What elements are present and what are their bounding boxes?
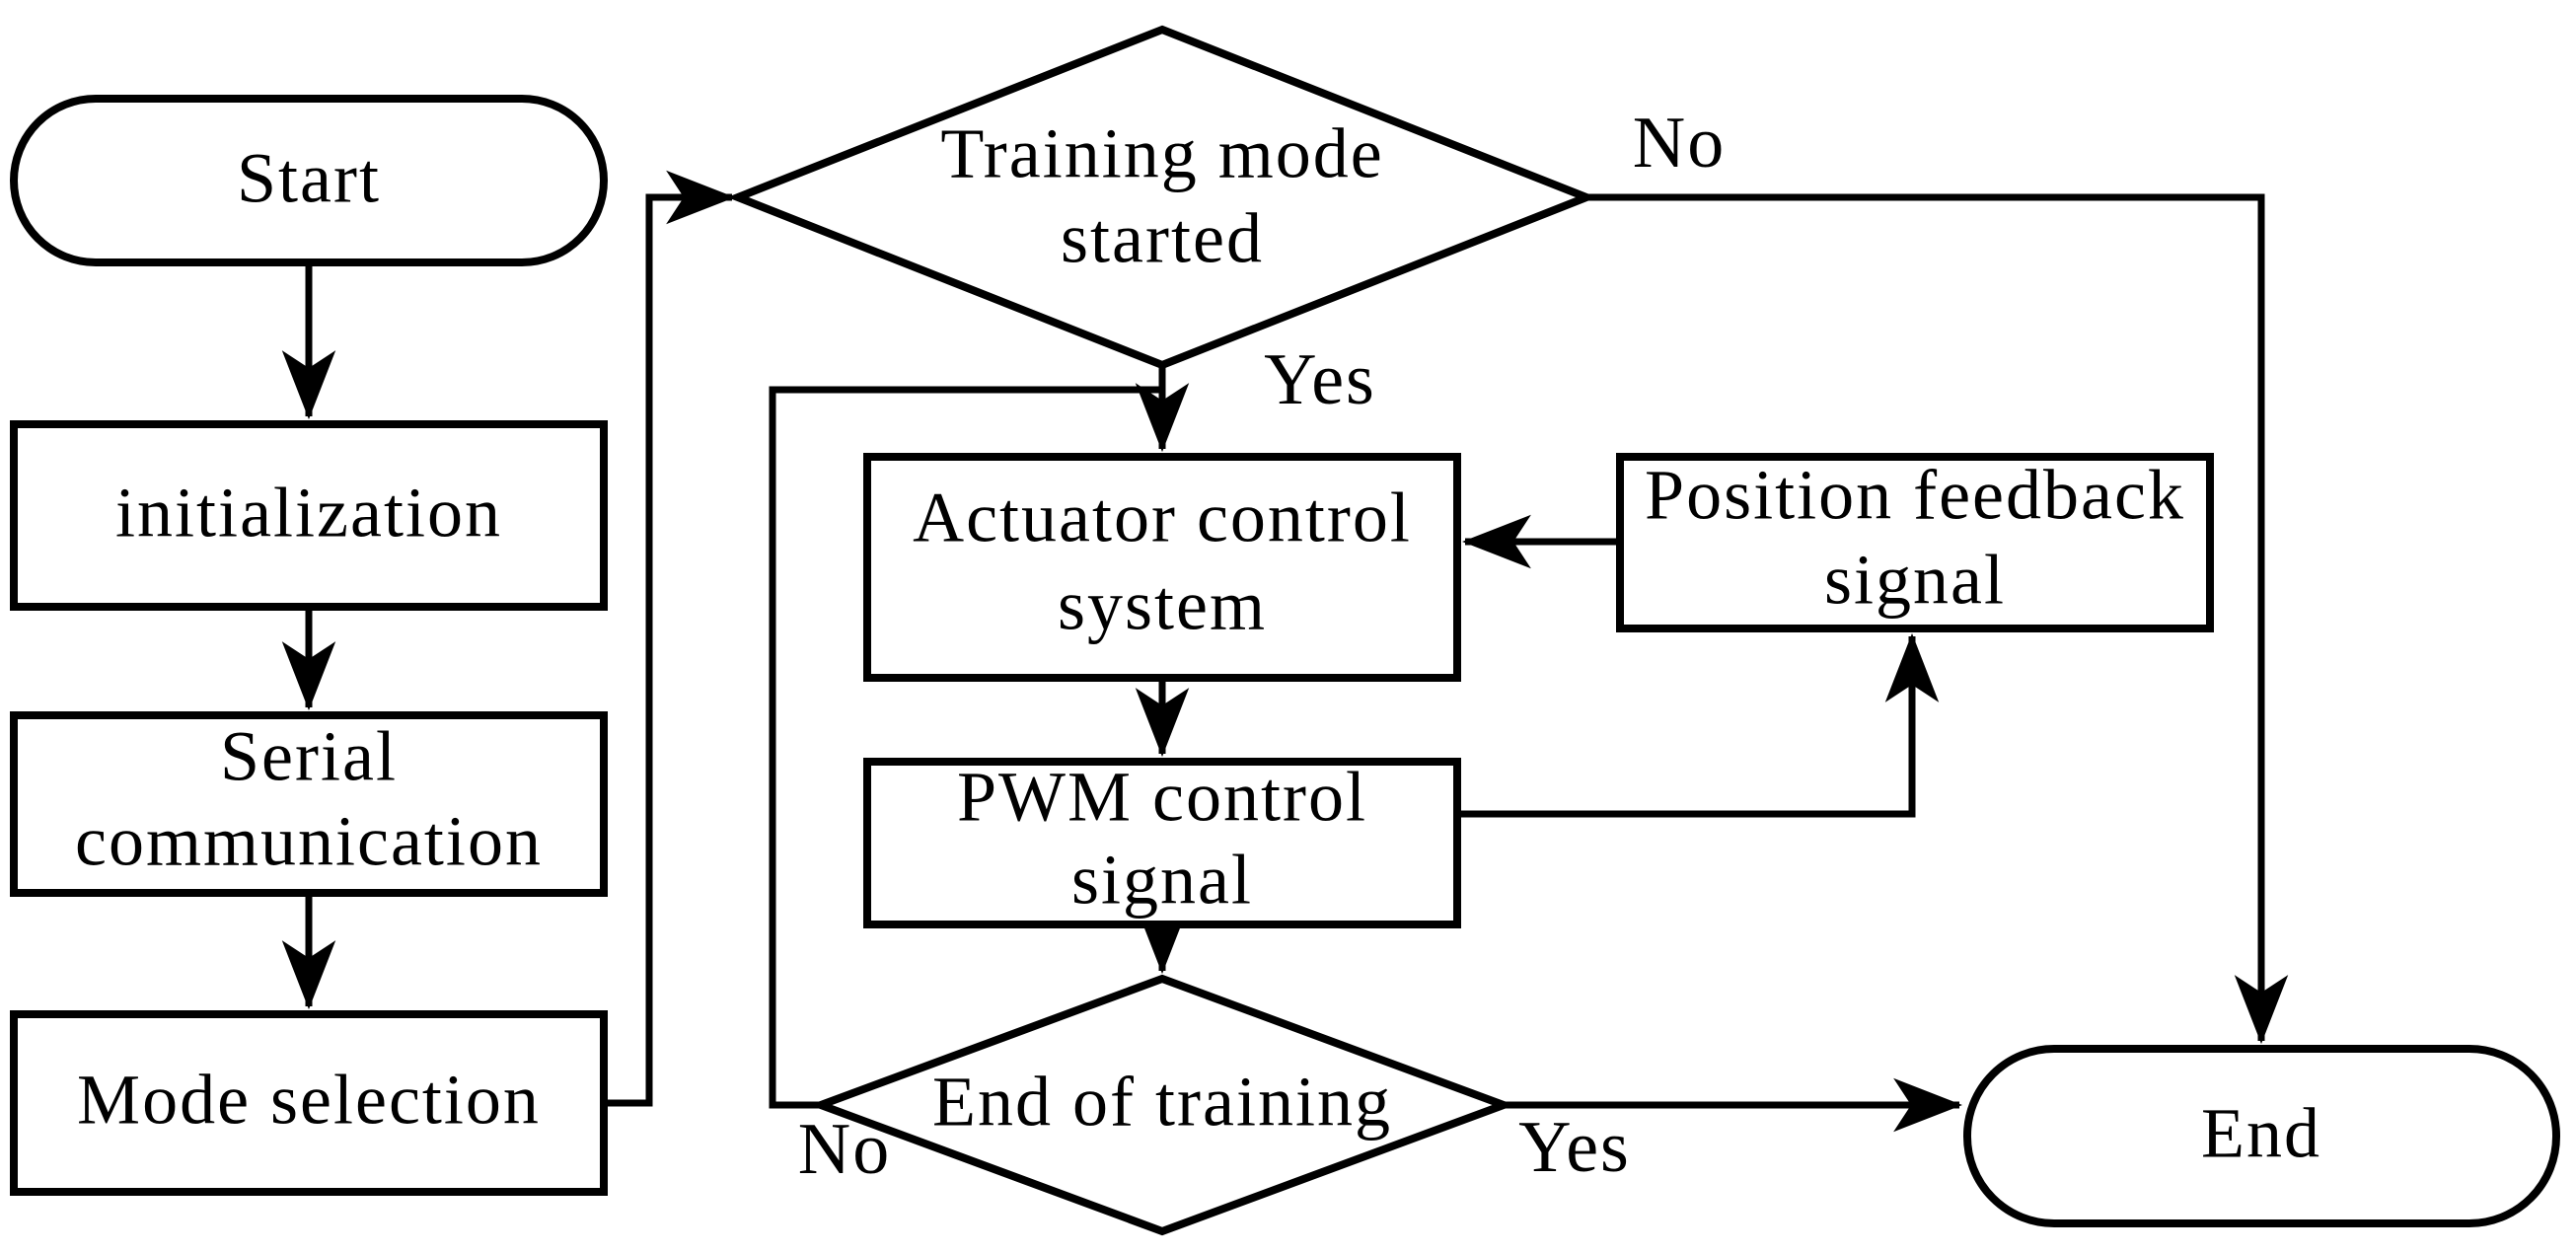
node-start-label: Start [237,139,381,218]
node-initialization-label: initialization [115,474,502,553]
node-initialization-box [10,420,608,611]
node-serial-label-line1: Serial [220,717,398,796]
node-mode-selection-label: Mode selection [77,1061,541,1140]
node-position-feedback-box [1616,453,2214,632]
label-training-no: No [1633,103,1726,184]
node-actuator-label-line1: Actuator control [913,479,1412,557]
node-actuator-label-line2: system [1058,566,1267,645]
node-actuator-control-box [863,453,1461,682]
label-training-yes: Yes [1264,339,1376,420]
edge-pwm-to-feedback [1457,632,1940,818]
node-end-of-training-label: End of training [932,1063,1392,1142]
label-endtraining-no: No [798,1109,891,1190]
edge-training-no-to-end [1586,193,2289,1045]
node-training-label-line1: Training mode [940,114,1383,193]
node-feedback-label-line1: Position feedback [1645,456,2185,535]
edge-endtraining-no-loop [769,386,1162,1109]
edge-mode-to-training [604,170,736,1107]
node-pwm-label-line2: signal [1071,841,1253,920]
node-end-terminator [1963,1045,2560,1227]
node-end-of-training-diamond [809,974,1515,1236]
node-end-label: End [2201,1094,2321,1173]
node-feedback-label-line2: signal [1824,541,2006,620]
node-pwm-control-box [863,758,1461,928]
node-mode-selection-box [10,1010,608,1196]
node-training-label-line2: started [1061,199,1264,278]
node-training-mode-diamond [727,25,1597,370]
node-pwm-label-line1: PWM control [957,758,1367,837]
node-serial-communication-box [10,711,608,897]
label-endtraining-yes: Yes [1518,1107,1631,1188]
node-start-terminator [10,95,608,266]
node-serial-label-line2: communication [75,802,543,881]
